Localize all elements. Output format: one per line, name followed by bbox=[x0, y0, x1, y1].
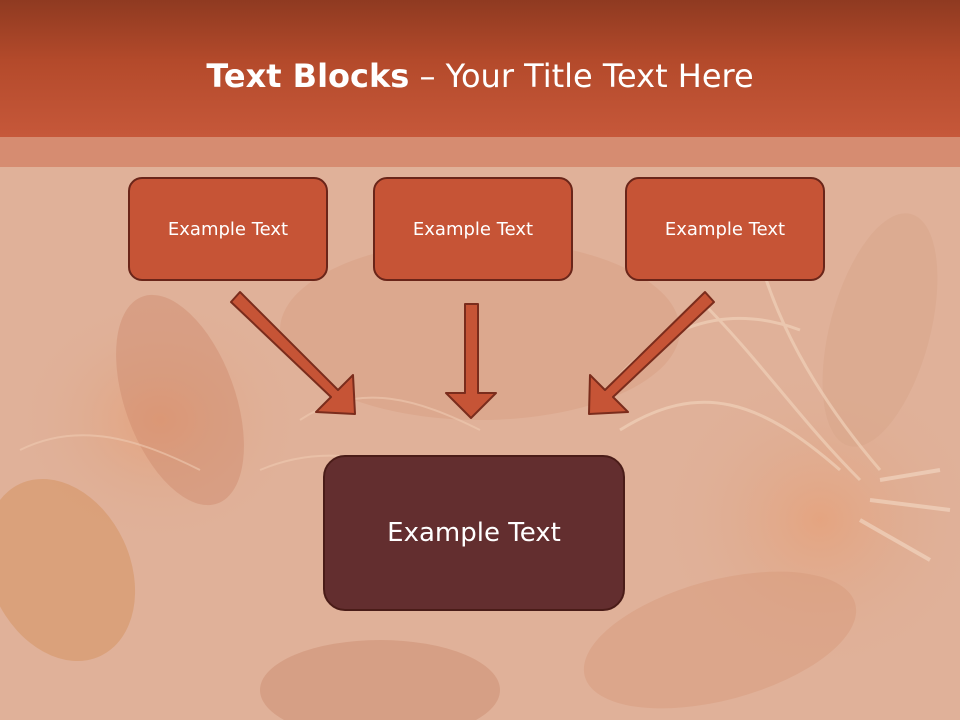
text-box-left[interactable]: Example Text bbox=[128, 177, 328, 281]
text-box-center-label: Example Text bbox=[412, 218, 534, 240]
slide-title-bold: Text Blocks bbox=[206, 57, 410, 95]
title-bar-band bbox=[0, 137, 960, 167]
text-box-center[interactable]: Example Text bbox=[373, 177, 573, 281]
text-box-right[interactable]: Example Text bbox=[625, 177, 825, 281]
slide-title: Text Blocks – Your Title Text Here bbox=[0, 56, 960, 96]
text-box-main-label: Example Text bbox=[387, 518, 561, 548]
arrow-center bbox=[445, 303, 497, 419]
text-box-left-label: Example Text bbox=[167, 218, 289, 240]
arrow-left bbox=[230, 291, 356, 415]
arrow-right bbox=[588, 291, 715, 415]
text-box-right-label: Example Text bbox=[664, 218, 786, 240]
slide-title-rest: – Your Title Text Here bbox=[409, 57, 754, 95]
title-bar bbox=[0, 0, 960, 137]
text-box-main[interactable]: Example Text bbox=[323, 455, 625, 611]
